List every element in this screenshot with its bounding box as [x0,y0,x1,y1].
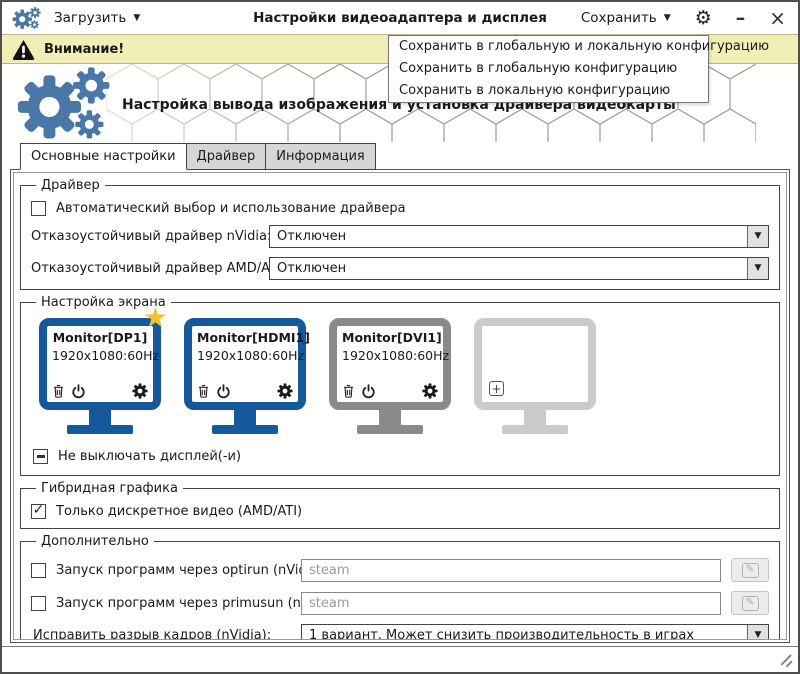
tab-bar: Основные настройки Драйвер Информация [20,143,798,170]
tab-frame: Драйвер Автоматический выбор и использов… [10,169,790,643]
screen-legend: Настройка экрана [41,295,166,310]
primusun-edit-button: ✎ [731,591,769,615]
add-monitor-icon[interactable]: + [489,381,504,396]
monitor-stand [89,410,111,425]
warning-text: Внимание! [44,41,125,57]
combo-arrow-button[interactable]: ▼ [747,625,768,640]
keep-display-on-checkbox[interactable] [33,449,48,464]
optirun-label: Запуск программ через optirun (nVidia): [56,562,328,578]
edit-icon: ✎ [741,562,759,578]
check-icon: ✓ [32,502,45,518]
load-button[interactable]: Загрузить ▼ [54,10,140,26]
warning-icon [12,39,35,60]
chevron-down-icon: ▼ [663,12,671,23]
chevron-down-icon: ▼ [754,263,762,273]
app-logo-large [15,66,115,140]
monitor-card-hdmi1[interactable]: Monitor[HDMI1] 1920x1080:60Hz [184,318,310,434]
tab-info[interactable]: Информация [266,143,376,170]
primusun-checkbox[interactable] [31,595,46,611]
monitor-stand [379,410,401,425]
primusun-label: Запуск программ через primusun (nVidia): [56,595,343,611]
trash-icon[interactable] [197,384,210,398]
primusun-input [301,591,721,615]
optirun-edit-button: ✎ [731,558,769,582]
menu-item-save-local[interactable]: Сохранить в локальную конфигурацию [399,83,671,98]
monitor-stand-base [212,425,278,434]
monitor-gear-icon[interactable] [132,383,148,399]
resize-grip[interactable] [777,652,793,668]
add-monitor-card[interactable]: + [474,318,596,434]
nvidia-failsafe-select[interactable]: Отключен ▼ [269,225,769,248]
power-icon[interactable] [71,383,86,399]
auto-driver-checkbox[interactable] [31,201,46,216]
tearing-value: 1 вариант. Может снизить производительно… [309,628,695,640]
window-title: Настройки видеоадаптера и дисплея [253,10,547,26]
monitor-name: Monitor[HDMI1] [197,330,310,345]
nvidia-failsafe-value: Отключен [277,229,347,244]
combo-arrow-button[interactable]: ▼ [747,226,768,247]
monitor-stand-base [502,425,568,434]
trash-icon[interactable] [342,384,355,398]
monitor-card-dp1[interactable]: ★ Monitor[DP1] 1920x1080:60Hz [39,304,168,434]
chevron-down-icon: ▼ [133,12,141,23]
driver-legend: Драйвер [41,178,100,193]
monitor-gear-icon[interactable] [422,383,438,399]
power-icon[interactable] [361,383,376,399]
extra-legend: Дополнительно [41,534,149,549]
tearing-label: Исправить разрыв кадров (nVidia): [33,628,272,640]
monitor-mode: 1920x1080:60Hz [342,348,450,363]
keep-display-on-label: Не выключать дисплей(-и) [58,449,242,464]
power-icon[interactable] [216,383,231,399]
discrete-only-label: Только дискретное видео (AMD/ATI) [56,504,303,519]
monitor-stand [234,410,256,425]
trash-icon[interactable] [52,384,65,398]
amd-failsafe-label: Отказоустойчивый драйвер AMD/ATI: [31,261,286,276]
monitor-name: Monitor[DP1] [52,330,148,345]
screen-fieldset: Настройка экрана ★ Monitor[DP1] 1920x108… [20,295,780,476]
app-logo-icon [12,6,42,30]
chevron-down-icon: ▼ [754,231,762,241]
close-button[interactable]: × [769,6,786,30]
settings-gear-button[interactable]: ⚙ [694,6,712,29]
tab-page-main-settings: Драйвер Автоматический выбор и использов… [13,172,787,640]
auto-driver-label: Автоматический выбор и использование дра… [56,201,406,216]
hybrid-legend: Гибридная графика [41,481,178,496]
hybrid-fieldset: Гибридная графика ✓ Только дискретное ви… [20,481,780,529]
amd-failsafe-value: Отключен [277,261,347,276]
menu-item-save-global-local[interactable]: Сохранить в глобальную и локальную конфи… [399,39,770,54]
status-bar [2,646,798,672]
monitor-stand-base [357,425,423,434]
monitor-list: ★ Monitor[DP1] 1920x1080:60Hz [29,304,771,434]
save-menu: Сохранить в глобальную и локальную конфи… [388,35,770,103]
monitor-card-dvi1[interactable]: Monitor[DVI1] 1920x1080:60Hz [329,318,451,434]
tab-driver[interactable]: Драйвер [186,143,267,170]
menu-item-save-global[interactable]: Сохранить в глобальную конфигурацию [399,61,678,76]
driver-fieldset: Драйвер Автоматический выбор и использов… [20,178,780,290]
combo-arrow-button[interactable]: ▼ [747,258,768,279]
optirun-checkbox[interactable] [31,562,46,578]
tab-main-settings[interactable]: Основные настройки [20,143,187,170]
monitor-mode: 1920x1080:60Hz [52,348,160,363]
nvidia-failsafe-label: Отказоустойчивый драйвер nVidia: [31,229,272,244]
chevron-down-icon: ▼ [754,630,762,640]
extra-fieldset: Дополнительно Запуск программ через opti… [20,534,780,640]
tearing-select[interactable]: 1 вариант. Может снизить производительно… [301,624,769,640]
save-button[interactable]: Сохранить ▼ [581,10,671,26]
discrete-only-checkbox[interactable]: ✓ [31,502,46,519]
minimize-button[interactable]: – [735,6,746,29]
amd-failsafe-select[interactable]: Отключен ▼ [269,257,769,280]
edit-icon: ✎ [741,595,759,611]
monitor-name: Monitor[DVI1] [342,330,442,345]
primary-star-icon: ★ [142,301,168,334]
save-button-label: Сохранить [580,10,657,26]
monitor-stand [524,410,546,425]
monitor-mode: 1920x1080:60Hz [197,348,305,363]
monitor-gear-icon[interactable] [277,383,293,399]
monitor-stand-base [67,425,133,434]
optirun-input [301,558,721,582]
load-button-label: Загрузить [54,10,127,26]
titlebar: Загрузить ▼ Настройки видеоадаптера и ди… [2,2,798,34]
